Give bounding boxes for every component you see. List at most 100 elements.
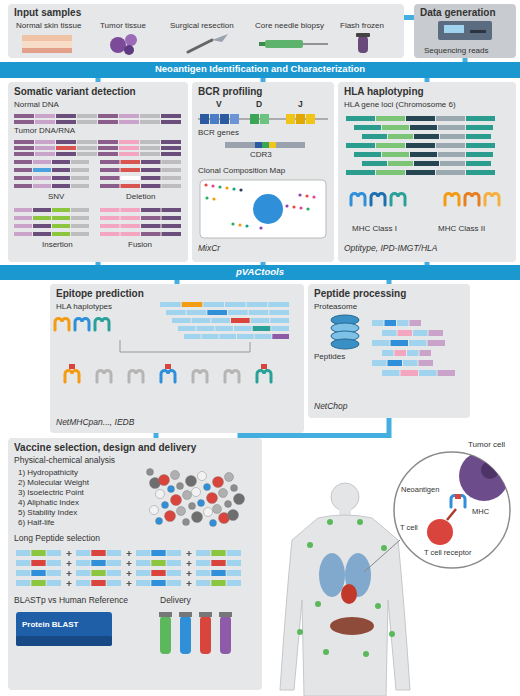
molecule-model	[177, 507, 186, 516]
sequence-bars	[151, 560, 165, 566]
item-label: Peptides	[314, 352, 345, 361]
processing-panel: Peptide processingProteasomePeptidesNetC…	[308, 284, 470, 418]
sequence-bars	[47, 550, 61, 556]
sequence-bars	[14, 216, 32, 220]
lymph-nodes	[297, 629, 303, 635]
bcr-gene-segments	[230, 114, 239, 124]
sequence-bars	[202, 334, 219, 339]
sequence-bars	[167, 550, 181, 556]
sequence-bars	[98, 146, 118, 150]
sequence-bars	[419, 370, 437, 376]
sequence-bars	[251, 318, 270, 323]
sequence-bars	[100, 224, 120, 228]
clonal-map	[205, 196, 208, 199]
clonal-map	[212, 197, 215, 200]
callout-magnifier	[427, 519, 453, 545]
sequence-bars	[428, 340, 446, 346]
sequence-bars	[231, 318, 250, 323]
sequence-bars	[414, 161, 439, 166]
scalpel-icon	[212, 34, 228, 42]
bcr-gene-segments	[220, 114, 229, 124]
item-label: Long Peptide selection	[14, 534, 100, 544]
sequence-bars	[410, 125, 437, 130]
item-label: 4) Aliphatic Index	[18, 498, 79, 507]
sequence-bars	[71, 168, 89, 172]
scalpel-icon	[188, 40, 212, 52]
sequence-bars	[397, 320, 409, 326]
sequence-bars	[362, 161, 387, 166]
sequence-bars	[162, 224, 182, 228]
sequence-bars	[413, 330, 428, 336]
sequence-bars	[33, 232, 51, 236]
sequence-bars	[414, 134, 439, 139]
item-label: 5) Stability Index	[18, 508, 77, 517]
molecule-model	[234, 494, 245, 505]
sequence-bars	[91, 570, 105, 576]
panel-heading: Input samples	[14, 7, 81, 19]
sequence-bars	[466, 143, 495, 148]
molecule-model	[198, 500, 205, 507]
mhc-icons	[371, 194, 385, 205]
sequence-bars	[385, 320, 397, 326]
molecule-model	[204, 508, 213, 517]
callout-label: T cell	[400, 524, 418, 533]
sequence-bars	[71, 176, 89, 180]
molecule-model	[204, 484, 211, 491]
sequence-bars	[346, 116, 375, 121]
delivery-vials	[200, 616, 211, 654]
sequence-bars	[407, 350, 419, 356]
sequence-bars	[14, 140, 34, 144]
sequence-bars	[107, 550, 121, 556]
sequence-bars	[228, 310, 248, 315]
sequence-bars	[52, 216, 70, 220]
sequence-bars	[403, 360, 418, 366]
long-peptides	[187, 581, 192, 586]
pipeline-connector	[404, 15, 414, 20]
sequence-bars	[14, 232, 32, 236]
tumor-icon	[110, 37, 126, 53]
sequence-bars	[119, 152, 139, 156]
biopsy-needle-icon	[259, 40, 328, 48]
sequence-bars	[466, 152, 493, 157]
panel-heading: Vaccine selection, design and delivery	[14, 442, 196, 454]
callout-magnifier	[364, 451, 510, 572]
tool-name: MixCr	[198, 244, 220, 254]
long-peptides	[67, 551, 72, 556]
sequence-bars	[136, 560, 150, 566]
lymph-nodes	[323, 649, 329, 655]
sequence-bars	[372, 320, 384, 326]
sequence-bars	[52, 160, 70, 164]
tool-name: NetChop	[314, 402, 348, 412]
human-body	[280, 515, 410, 696]
sequence-bars	[14, 152, 34, 156]
sequence-bars	[211, 550, 225, 556]
mhc-icons	[129, 371, 143, 383]
sequence-bars	[33, 208, 51, 212]
item-label: Tumor DNA/RNA	[14, 126, 75, 135]
sequence-bars	[141, 184, 161, 188]
molecule-model	[186, 476, 197, 487]
bcr-gene-segments	[306, 114, 315, 124]
sequence-bars	[401, 370, 419, 376]
sequence-bars	[192, 318, 211, 323]
sequence-bars	[178, 326, 196, 331]
sequence-bars	[161, 114, 181, 118]
sequence-bars	[376, 170, 405, 175]
lymph-nodes	[357, 519, 363, 525]
clonal-map	[253, 194, 283, 224]
sequence-bars	[161, 140, 181, 144]
sequence-bars	[14, 160, 32, 164]
sequence-bars	[419, 360, 434, 366]
sequence-bars	[140, 120, 160, 124]
tumor-icon	[110, 34, 137, 55]
sequence-bars	[203, 302, 224, 307]
sequence-bars	[71, 160, 89, 164]
sequence-bars	[141, 208, 161, 212]
sequence-bars	[91, 560, 105, 566]
frozen-tube-icon	[356, 33, 370, 53]
sequence-bars	[219, 334, 236, 339]
item-label: BLASTp vs Human Reference	[14, 596, 128, 606]
sequence-bars	[33, 176, 51, 180]
cdr3-bar	[262, 142, 269, 148]
long-peptides	[127, 581, 132, 586]
